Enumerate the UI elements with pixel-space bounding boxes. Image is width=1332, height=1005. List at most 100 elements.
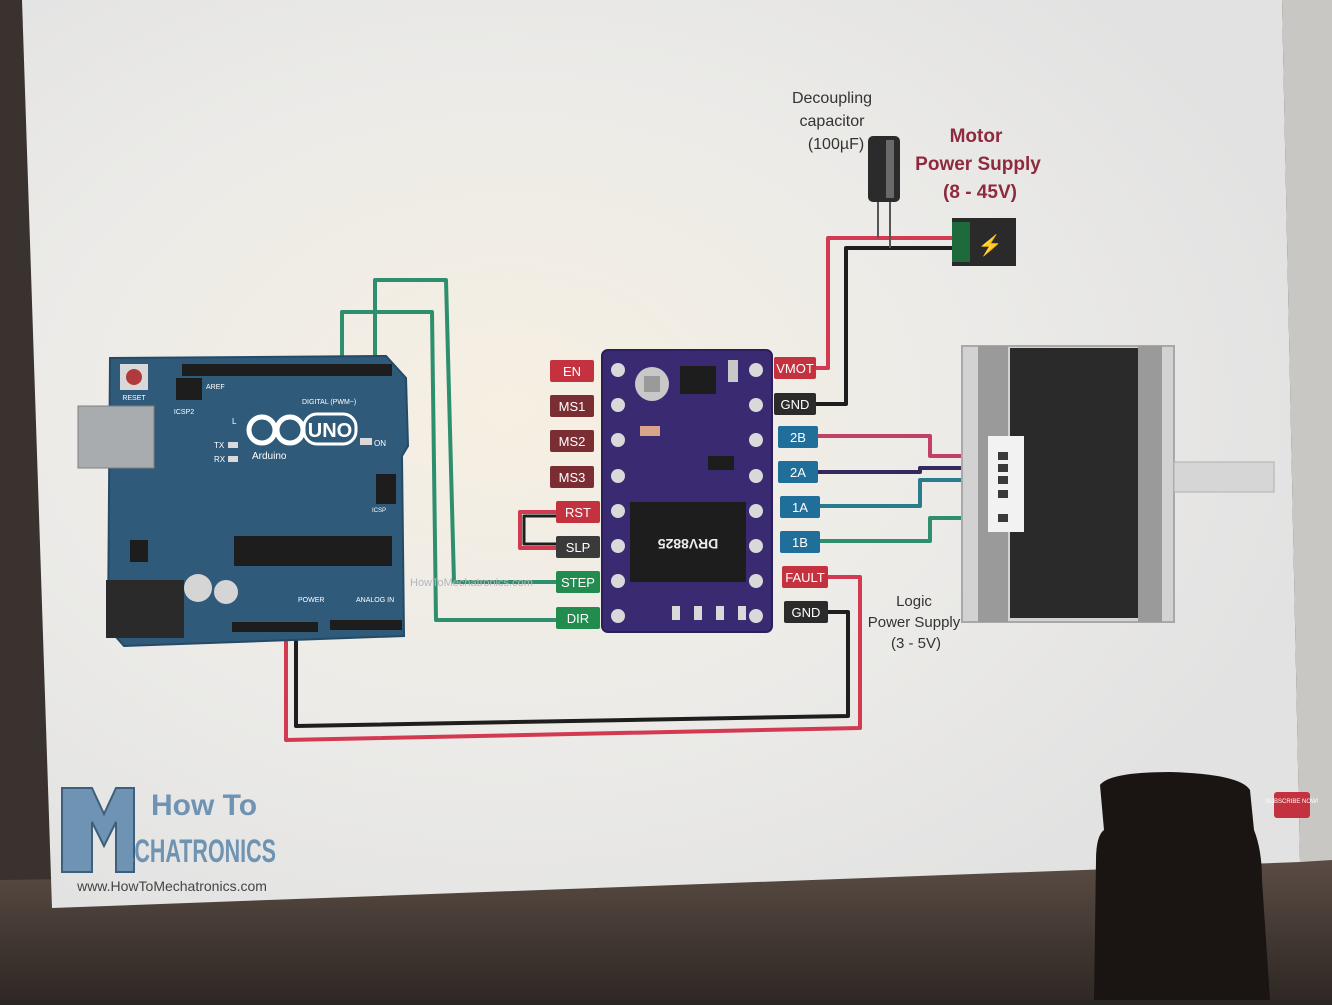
driver-right-pin-labels: VMOT GND 2B 2A 1A 1B FAULT GND [774, 357, 828, 623]
uno-badge [302, 412, 358, 446]
driver-left-pin-labels: EN MS1 MS2 MS3 RST SLP STEP DIR [550, 360, 600, 629]
brand-line1: How To [151, 789, 257, 822]
uno-logo-text: UNO [308, 420, 352, 442]
pin-slp-label: SLP [566, 540, 591, 555]
wire-1a [815, 478, 1000, 508]
brand-logo: How To ECHATRONICS www.HowToMechatronics… [61, 787, 276, 894]
reset-button[interactable] [126, 369, 142, 385]
icsp-header [376, 474, 396, 504]
motor-power-jack: ⚡ [952, 218, 1016, 266]
motor-body [1010, 348, 1138, 618]
pin-en: EN [550, 360, 594, 382]
logic-supply-line2: Power Supply [868, 614, 961, 631]
pin-2b-label: 2B [790, 430, 806, 445]
logic-supply-line3: (3 - 5V) [891, 635, 941, 652]
pin-fault: FAULT [782, 566, 828, 588]
capacitor-label-line1: Decoupling [792, 90, 872, 107]
wire-rst-slp-red [518, 510, 560, 550]
motor-supply-line1: Motor [950, 126, 1003, 147]
decoupling-capacitor [868, 136, 900, 202]
wire-vmot [815, 236, 960, 370]
pin-rst: RST [556, 501, 600, 523]
tx-label: TX [214, 441, 225, 450]
driver-pin-holes-right [749, 363, 763, 623]
motor-shaft [1173, 461, 1275, 493]
aref-label: AREF [206, 384, 225, 391]
pin-gnd-logic-label: GND [792, 605, 821, 620]
capacitor-1 [184, 574, 212, 602]
mosfet [680, 366, 716, 394]
pin-ms2-label: MS2 [559, 434, 586, 449]
logic-supply-line1: Logic [896, 593, 932, 610]
drv8825-chip [630, 502, 746, 582]
bottle-silhouette [1094, 772, 1270, 1000]
watermark: HowToMechatronics.com [410, 577, 533, 589]
pin-vmot: VMOT [774, 357, 816, 379]
rx-label: RX [214, 455, 226, 464]
capacitor-2 [214, 580, 238, 604]
on-led [360, 438, 372, 445]
brand-line2: ECHATRONICS [120, 833, 276, 869]
pin-2a: 2A [778, 461, 818, 483]
arduino-board: RESET ICSP2 AREF DIGITAL (PWM~) L TX RX … [77, 354, 410, 648]
subscribe-text: SUBSCRIBE NOW! [1266, 799, 1319, 805]
pin-2b: 2B [778, 426, 818, 448]
pin-2a-label: 2A [790, 465, 806, 480]
pin-1a-label: 1A [792, 500, 808, 515]
wire-motor-gnd [815, 246, 960, 406]
pin-ms1-label: MS1 [559, 399, 586, 414]
wire-rst-slp-black [522, 514, 560, 546]
pin-ms1: MS1 [550, 395, 594, 417]
motor-supply-line2: Power Supply [915, 154, 1041, 175]
wire-dir [340, 310, 560, 622]
chip-label: DRV8825 [658, 536, 719, 552]
atmega-chip [234, 536, 392, 566]
arduino-brand-text: Arduino [252, 451, 287, 462]
gear-m-icon [61, 787, 135, 873]
pin-ms2: MS2 [550, 430, 594, 452]
icsp2-label: ICSP2 [174, 409, 194, 416]
pin-1b: 1B [780, 531, 820, 553]
pin-1b-label: 1B [792, 535, 808, 550]
pin-vmot-label: VMOT [776, 361, 814, 376]
stepper-motor [961, 345, 1275, 623]
led-l-label: L [232, 417, 237, 426]
pin-fault-label: FAULT [785, 570, 825, 585]
voltage-regulator [130, 540, 148, 562]
digital-label: DIGITAL (PWM~) [302, 399, 356, 406]
pin-ms3: MS3 [550, 466, 594, 488]
wire-logic-gnd [294, 610, 850, 728]
subscribe-badge[interactable]: SUBSCRIBE NOW! [1266, 792, 1319, 818]
lightning-icon: ⚡ [978, 233, 1003, 257]
digital-header [182, 364, 392, 376]
wire-step [373, 278, 560, 584]
pin-dir: DIR [556, 607, 600, 629]
icsp2-header [176, 378, 202, 400]
power-jack [106, 580, 184, 638]
power-label: POWER [298, 597, 324, 604]
brand-url: www.HowToMechatronics.com [76, 878, 267, 894]
capacitor-label-line3: (100µF) [808, 136, 864, 153]
pin-gnd-motor: GND [774, 393, 816, 415]
usb-port [77, 405, 155, 469]
pin-ms3-label: MS3 [559, 470, 586, 485]
rx-led [228, 456, 238, 462]
reset-label: RESET [122, 395, 146, 402]
power-header [232, 622, 318, 632]
driver-pin-holes-left [611, 363, 625, 623]
analog-label: ANALOG IN [356, 597, 394, 604]
pin-rst-label: RST [565, 505, 591, 520]
icsp-label: ICSP [372, 508, 386, 514]
pin-dir-label: DIR [567, 611, 589, 626]
wire-logic-vcc [284, 575, 862, 742]
capacitor-label-line2: capacitor [800, 113, 866, 130]
pin-step: STEP [556, 571, 600, 593]
on-label: ON [374, 439, 386, 448]
pin-slp: SLP [556, 536, 600, 558]
analog-header [330, 620, 402, 630]
tx-led [228, 442, 238, 448]
pin-gnd-motor-label: GND [781, 397, 810, 412]
pin-en-label: EN [563, 364, 581, 379]
